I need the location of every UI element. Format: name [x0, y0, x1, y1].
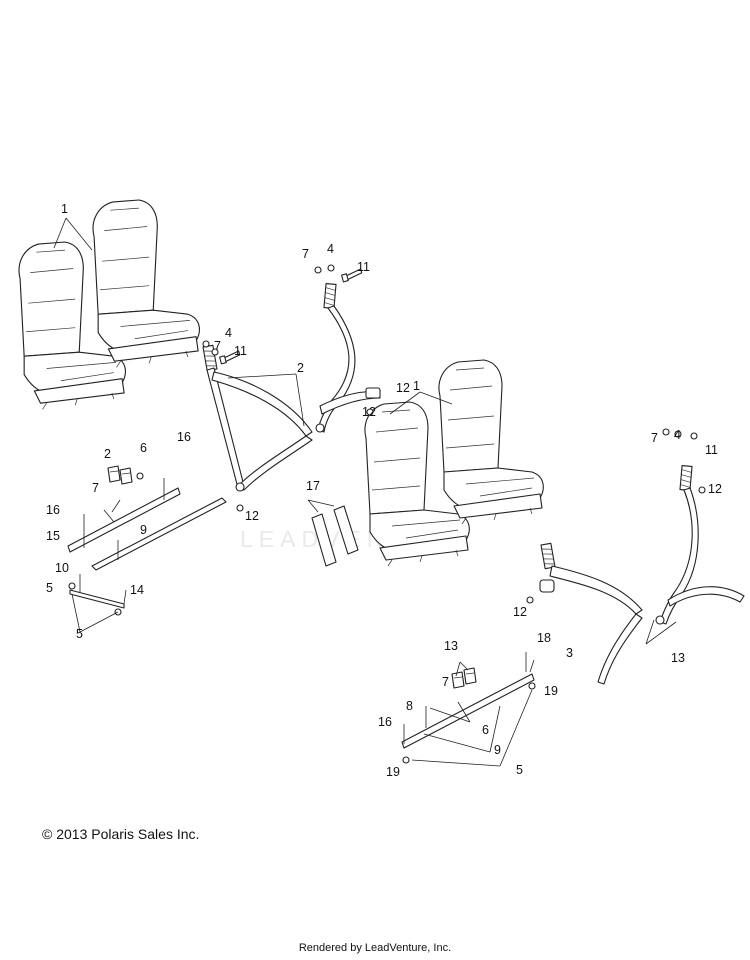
label-19: 19 [386, 765, 400, 779]
label-11: 11 [357, 260, 370, 274]
label-13: 13 [671, 651, 685, 665]
label-7: 7 [214, 339, 221, 353]
leader-lines [53, 217, 677, 767]
rail-assembly-right [401, 652, 536, 764]
label-12: 12 [513, 605, 527, 619]
label-4: 4 [327, 242, 334, 256]
label-5: 5 [46, 581, 53, 595]
callout-labels: 1 2 1 7 4 11 7 4 11 12 12 17 7 4 11 12 1… [46, 202, 722, 779]
label-16: 16 [46, 503, 60, 517]
label-7: 7 [302, 247, 309, 261]
label-16: 16 [177, 430, 191, 444]
label-7: 7 [651, 431, 658, 445]
label-5: 5 [516, 763, 523, 777]
label-8: 8 [406, 699, 413, 713]
seat-right-front [438, 359, 544, 525]
label-9: 9 [140, 523, 147, 537]
label-6: 6 [140, 441, 147, 455]
rendered-by-text: Rendered by LeadVenture, Inc. [298, 942, 452, 954]
label-7: 7 [92, 481, 99, 495]
label-5: 5 [76, 627, 83, 641]
label-6: 6 [482, 723, 489, 737]
label-12: 12 [245, 509, 259, 523]
label-17: 17 [306, 479, 320, 493]
label-12: 12 [362, 405, 376, 419]
label-13: 13 [444, 639, 458, 653]
label-14: 14 [130, 583, 144, 597]
label-4: 4 [674, 428, 681, 442]
label-1: 1 [61, 202, 68, 216]
label-15: 15 [46, 529, 60, 543]
label-11: 11 [705, 443, 718, 457]
belt-pads [311, 505, 359, 567]
label-18: 18 [537, 631, 551, 645]
label-12: 12 [708, 482, 722, 496]
copyright-text: © 2013 Polaris Sales Inc. [42, 826, 200, 842]
label-7: 7 [442, 675, 449, 689]
label-4: 4 [225, 326, 232, 340]
label-2: 2 [104, 447, 111, 461]
label-16: 16 [378, 715, 392, 729]
label-10: 10 [55, 561, 69, 575]
label-11: 11 [234, 344, 247, 358]
label-3: 3 [566, 646, 573, 660]
seat-belt-right [539, 465, 745, 685]
label-19: 19 [544, 684, 558, 698]
label-12: 12 [396, 381, 410, 395]
seat-belt-left [202, 283, 381, 492]
label-1: 1 [413, 379, 420, 393]
label-9: 9 [494, 743, 501, 757]
seat-left-front [92, 199, 200, 368]
label-2: 2 [297, 361, 304, 375]
rail-assembly-left [67, 465, 227, 616]
